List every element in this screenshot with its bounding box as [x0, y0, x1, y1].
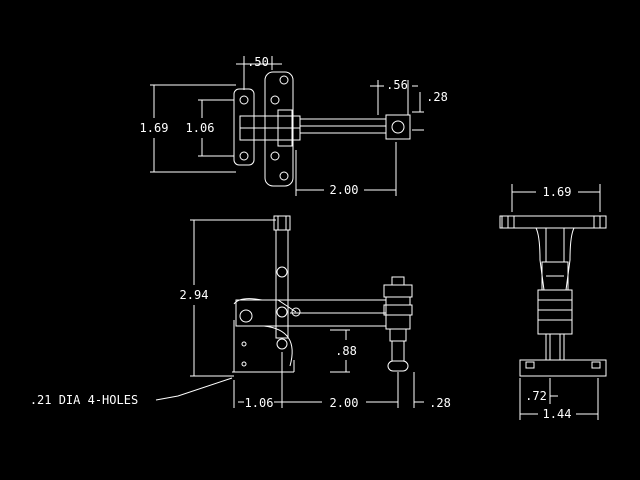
dim-front-width-106: 1.06	[245, 396, 274, 410]
dim-front-height-294: 2.94	[180, 288, 209, 302]
dim-front-height-088: .88	[335, 344, 357, 358]
note-mounting-holes: .21 DIA 4-HOLES	[30, 393, 138, 407]
dim-end-width-072: .72	[525, 389, 547, 403]
top-view	[150, 56, 424, 196]
dim-top-height-169: 1.69	[140, 121, 169, 135]
dim-top-width-050: .50	[247, 55, 269, 69]
dim-end-width-169: 1.69	[543, 185, 572, 199]
end-view	[499, 184, 607, 420]
dim-end-width-144: 1.44	[543, 407, 572, 421]
front-view	[155, 215, 424, 408]
dim-front-length-200: 2.00	[330, 396, 359, 410]
dim-top-length-200: 2.00	[330, 183, 359, 197]
dim-top-height-028: .28	[426, 90, 448, 104]
front-view-dimension-labels: 2.94 .88 1.06 2.00 .28 .21 DIA 4-HOLES	[30, 288, 451, 410]
dim-front-width-028: .28	[429, 396, 451, 410]
top-view-dimension-labels: .50 1.69 1.06 .56 .28 2.00	[140, 55, 448, 197]
end-view-dimension-labels: 1.69 .72 1.44	[525, 185, 571, 421]
dim-top-height-106: 1.06	[186, 121, 215, 135]
dim-top-width-056: .56	[386, 78, 408, 92]
